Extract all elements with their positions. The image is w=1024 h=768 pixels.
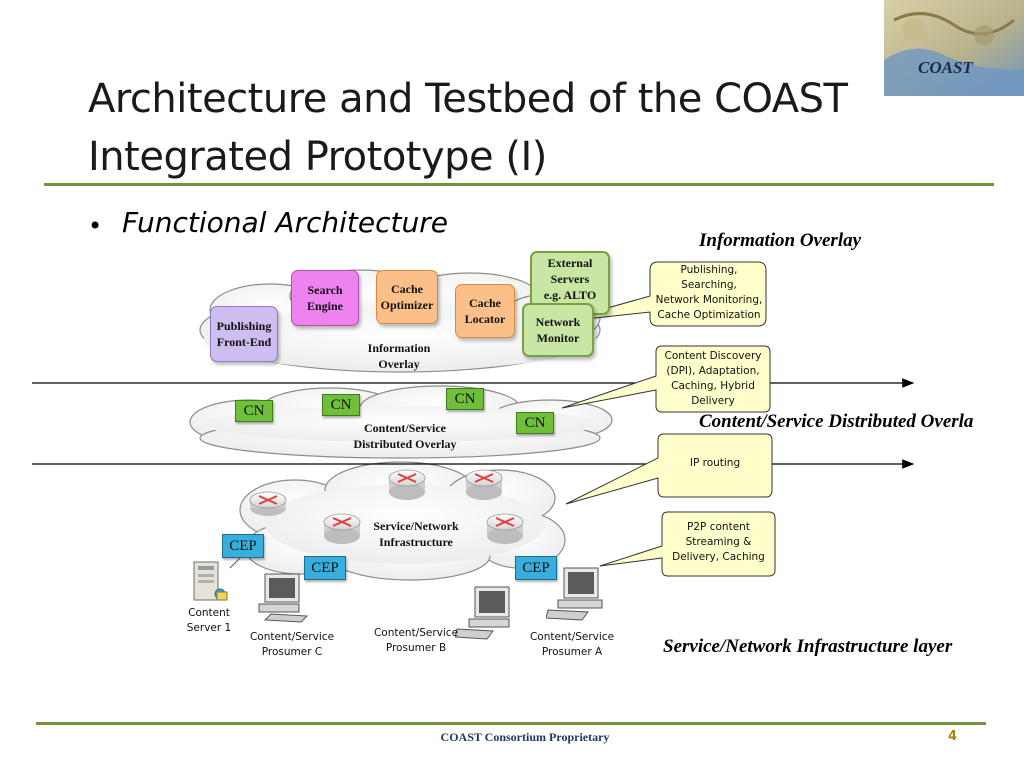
- callout-p2p: [599, 511, 776, 577]
- content-overlay-label: Content/Service Distributed Overla: [699, 411, 974, 432]
- router-icon: [249, 491, 287, 516]
- service-network-layer-label: Service/Network Infrastructure layer: [663, 636, 953, 657]
- callout-information: [557, 261, 767, 327]
- logo-text: COAST: [918, 58, 973, 77]
- content-node: CN: [516, 412, 554, 434]
- content-node: CN: [446, 388, 484, 410]
- information-overlay-label: Information Overlay: [699, 230, 862, 251]
- content-node: CN: [235, 400, 273, 422]
- router-icon: [388, 469, 426, 500]
- content-node: CN: [322, 394, 360, 416]
- router-icon: [486, 513, 524, 544]
- callout-content-text: Content Discovery(DPI), Adaptation,Cachi…: [664, 350, 762, 407]
- slide-title: Architecture and Testbed of the COAST In…: [88, 76, 848, 180]
- edge-point-cep: CEP: [515, 556, 557, 580]
- title-divider: [44, 183, 994, 186]
- bullet-functional-architecture: Functional Architecture: [122, 206, 448, 239]
- router-icon: [323, 513, 361, 544]
- edge-point-cep: CEP: [304, 556, 346, 580]
- computer-icon: [546, 567, 603, 621]
- computer-icon: [258, 573, 309, 623]
- edge-point-cep: CEP: [222, 534, 264, 558]
- coast-logo: [884, 0, 1024, 96]
- page-number: 4: [948, 729, 958, 744]
- footer-divider: [36, 722, 986, 725]
- footer-text: COAST Consortium Proprietary: [440, 730, 610, 744]
- callout-ip-text: IP routing: [689, 457, 741, 469]
- callout-ip: [565, 433, 773, 505]
- callout-content: [561, 345, 771, 413]
- server-icon: [193, 561, 228, 601]
- bullet-marker: •: [88, 212, 103, 240]
- callout-info-text: Publishing,Searching,Network Monitoring,…: [655, 264, 763, 321]
- computer-icon: [455, 586, 510, 640]
- router-icon: [465, 469, 503, 500]
